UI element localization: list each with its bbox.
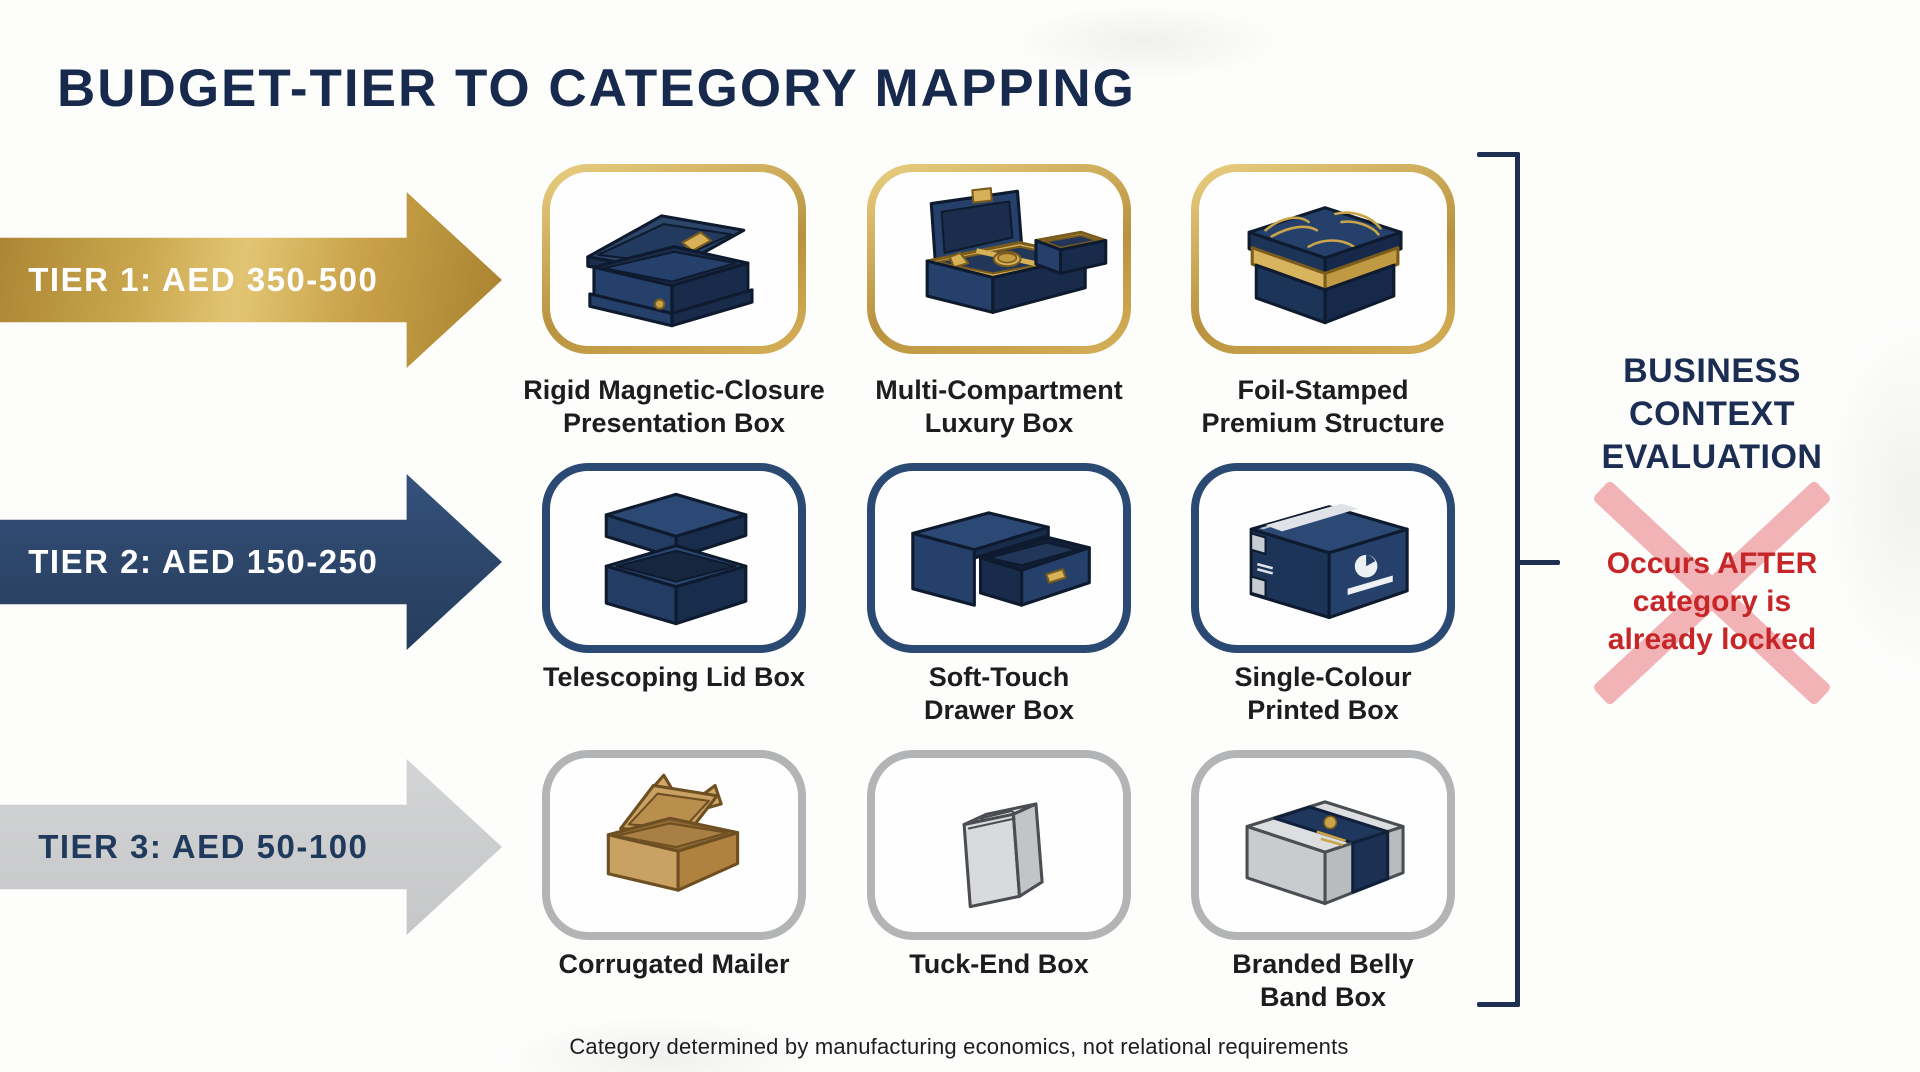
label-printed-box: Single-Colour Printed Box xyxy=(1234,662,1412,725)
label-telescoping-lid-box: Telescoping Lid Box xyxy=(542,662,806,692)
label-corrugated-mailer: Corrugated Mailer xyxy=(558,949,790,979)
card-multi-compartment-box xyxy=(867,164,1131,354)
card-tuck-end-box xyxy=(867,750,1131,940)
tier-3-label: TIER 3: AED 50-100 xyxy=(38,827,369,865)
multi-compartment-box-icon xyxy=(925,187,1108,314)
bracket-vertical-line xyxy=(1515,152,1520,1007)
bracket-bottom-tick xyxy=(1477,1002,1520,1007)
tier-3-arrow: TIER 3: AED 50-100 xyxy=(0,759,502,935)
evaluation-note: Occurs AFTER category is already locked xyxy=(1606,547,1818,657)
telescoping-lid-box-icon xyxy=(604,492,748,626)
tier-1-label: TIER 1: AED 350-500 xyxy=(28,260,379,298)
foil-stamped-box-icon xyxy=(1247,206,1403,325)
label-rigid-presentation-box: Rigid Magnetic-Closure Presentation Box xyxy=(523,375,825,438)
page-title: BUDGET-TIER TO CATEGORY MAPPING xyxy=(57,59,1136,118)
card-printed-box xyxy=(1191,463,1455,653)
tier-1-arrow: TIER 1: AED 350-500 xyxy=(0,192,502,368)
belly-band-box-icon xyxy=(1245,800,1405,906)
drawer-box-icon xyxy=(911,511,1091,607)
bracket-middle-tick xyxy=(1515,560,1560,565)
corrugated-mailer-icon xyxy=(606,773,740,892)
card-drawer-box xyxy=(867,463,1131,653)
label-belly-band-box: Branded Belly Band Box xyxy=(1232,949,1414,1012)
rigid-presentation-box-icon xyxy=(586,214,754,328)
business-context-evaluation-heading: BUSINESS CONTEXT EVALUATION xyxy=(1601,352,1823,476)
label-foil-stamped-box: Foil-Stamped Premium Structure xyxy=(1201,375,1445,438)
card-foil-stamped-box xyxy=(1191,164,1455,354)
label-multi-compartment-box: Multi-Compartment Luxury Box xyxy=(875,375,1123,438)
label-drawer-box: Soft-Touch Drawer Box xyxy=(923,662,1075,725)
printed-box-icon xyxy=(1249,503,1409,620)
label-tuck-end-box: Tuck-End Box xyxy=(909,949,1089,979)
card-corrugated-mailer xyxy=(542,750,806,940)
footer-caption: Category determined by manufacturing eco… xyxy=(569,1034,1349,1059)
card-belly-band-box xyxy=(1191,750,1455,940)
tuck-end-box-icon xyxy=(962,802,1044,909)
tier-2-label: TIER 2: AED 150-250 xyxy=(28,542,379,580)
card-rigid-presentation-box xyxy=(542,164,806,354)
tier-2-arrow: TIER 2: AED 150-250 xyxy=(0,474,502,650)
bracket-top-tick xyxy=(1477,152,1520,157)
card-telescoping-lid-box xyxy=(542,463,806,653)
